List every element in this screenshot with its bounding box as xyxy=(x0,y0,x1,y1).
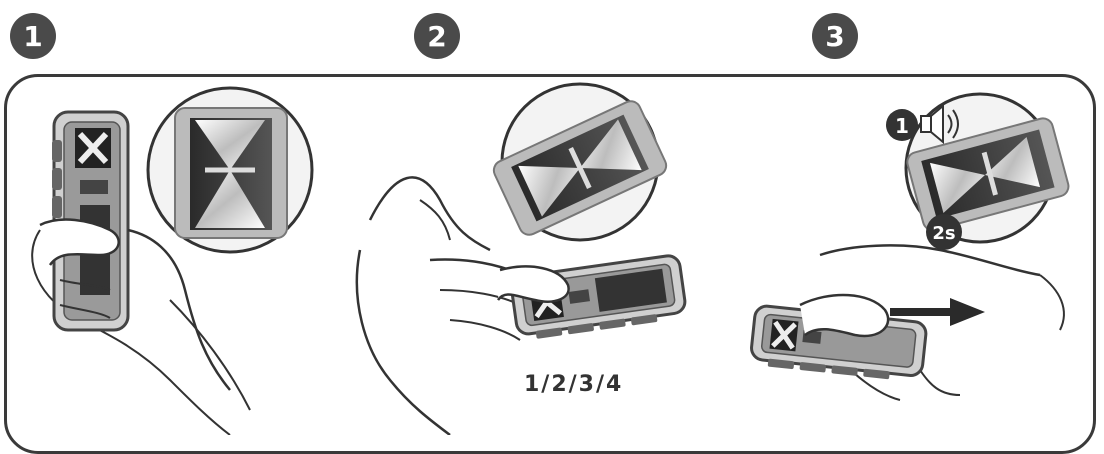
step-2-zoom-icon xyxy=(491,84,670,240)
instruction-diagram: 1 2 3 xyxy=(0,0,1104,435)
hold-duration-badge: 2s xyxy=(926,214,962,250)
hold-duration: 2s xyxy=(932,223,955,244)
step-3-illustration: 1 2s xyxy=(750,94,1071,400)
step-2-illustration xyxy=(357,84,687,435)
step-1-zoom-icon xyxy=(148,88,312,252)
illustration-canvas: 1 2s xyxy=(0,0,1104,435)
beep-count: 1 xyxy=(895,114,909,138)
button-sequence-label: 1/2/3/4 xyxy=(524,372,623,397)
step-1-illustration xyxy=(32,88,312,435)
